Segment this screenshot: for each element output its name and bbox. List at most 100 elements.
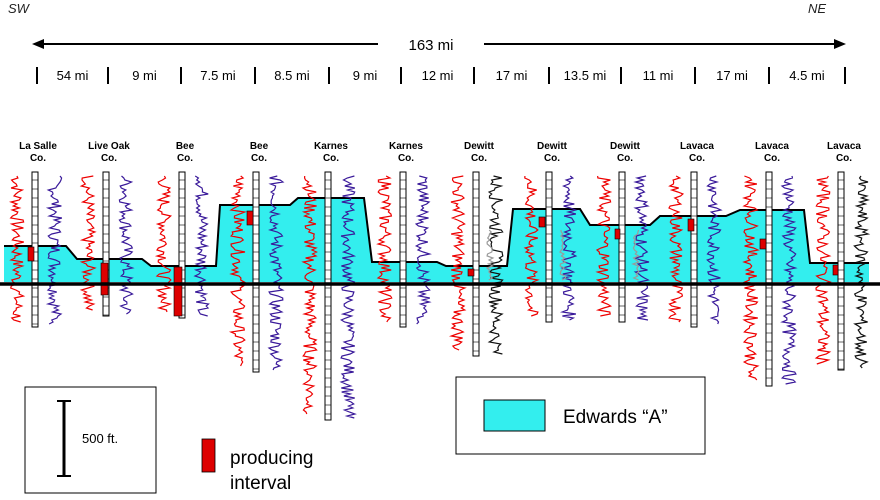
well-suffix-label: Co. xyxy=(836,153,852,164)
log-curve-resistivity xyxy=(118,175,135,315)
producing-interval-marker xyxy=(27,246,35,262)
well-column xyxy=(472,171,480,357)
log-curve-gamma xyxy=(814,175,832,365)
log-curve-resistivity xyxy=(339,175,357,419)
log-curve-gamma xyxy=(79,175,97,311)
producing-interval-swatch xyxy=(201,438,216,473)
well-suffix-label: Co. xyxy=(101,153,117,164)
well-column xyxy=(690,171,698,328)
log-curve-resistivity xyxy=(267,175,285,371)
log-curve-gamma xyxy=(523,175,540,317)
well-columns xyxy=(27,171,845,421)
formation-legend-box: Edwards “A” xyxy=(455,376,706,455)
direction-ne-label: NE xyxy=(808,1,826,16)
edwards-a-formation xyxy=(4,197,869,282)
log-curve-gamma xyxy=(376,175,393,323)
well-name-label: Bee xyxy=(250,141,269,152)
log-curve-resistivity xyxy=(45,175,63,325)
well-name-label: Lavaca xyxy=(680,141,714,152)
log-curve-resistivity xyxy=(706,175,723,325)
segment-distance-label: 11 mi xyxy=(643,68,674,83)
well-suffix-label: Co. xyxy=(617,153,633,164)
total-distance-label: 163 mi xyxy=(408,37,453,54)
well-column xyxy=(545,171,553,323)
total-distance-arrow xyxy=(32,39,846,49)
well-column xyxy=(837,171,845,371)
segment-distance-label: 8.5 mi xyxy=(274,68,310,83)
log-curve-resistivity xyxy=(559,175,578,321)
log-curve-gamma xyxy=(448,175,467,351)
producing-interval-marker xyxy=(832,264,839,276)
well-name-label: Lavaca xyxy=(827,141,861,152)
segment-distance-row: 54 mi 9 mi 7.5 mi 8.5 mi 9 mi 12 mi 17 mi 13.5 … xyxy=(36,67,846,84)
formation-band xyxy=(4,198,869,282)
well-column xyxy=(324,171,332,421)
log-curve-gamma xyxy=(742,175,760,381)
producing-interval-marker xyxy=(538,216,546,228)
segment-distance-label: 17 mi xyxy=(716,68,748,83)
well-suffix-label: Co. xyxy=(177,153,193,164)
log-curve-gamma xyxy=(228,175,247,367)
log-curve-gamma xyxy=(595,175,613,317)
well-suffix-label: Co. xyxy=(251,153,267,164)
well-logs xyxy=(8,175,871,419)
well-name-label: Dewitt xyxy=(610,141,641,152)
segment-distance-label: 13.5 mi xyxy=(564,68,607,83)
well-column xyxy=(618,171,626,323)
formation-legend-label: Edwards “A” xyxy=(563,407,668,428)
well-suffix-label: Co. xyxy=(764,153,780,164)
formation-top-line xyxy=(4,197,869,267)
segment-distance-label: 9 mi xyxy=(132,68,157,83)
scale-bar-label: 500 ft. xyxy=(82,431,118,446)
well-name-label: Karnes xyxy=(389,141,423,152)
segment-distance-label: 7.5 mi xyxy=(200,68,236,83)
segment-distance-label: 54 mi xyxy=(57,68,89,83)
well-name-label: La Salle xyxy=(19,141,57,152)
segment-distance-label: 4.5 mi xyxy=(789,68,825,83)
log-curve-resistivity xyxy=(633,175,651,321)
well-suffix-label: Co. xyxy=(323,153,339,164)
log-curve-resistivity xyxy=(853,175,871,369)
log-curve-secondary xyxy=(559,229,567,281)
producing-interval-marker xyxy=(100,262,109,296)
well-suffix-label: Co. xyxy=(471,153,487,164)
scale-bar-box: 500 ft. xyxy=(24,386,157,494)
producing-interval-marker xyxy=(614,228,621,240)
producing-interval-marker xyxy=(467,268,475,277)
well-name-label: Bee xyxy=(176,141,195,152)
log-curve-gamma xyxy=(8,175,26,323)
log-curve-secondary xyxy=(485,229,495,281)
direction-sw-label: SW xyxy=(8,1,31,16)
well-suffix-label: Co. xyxy=(544,153,560,164)
producing-interval-marker xyxy=(246,210,254,226)
log-curve-resistivity xyxy=(487,175,504,355)
legend-interval-label: interval xyxy=(230,473,291,494)
well-name-label: Karnes xyxy=(314,141,348,152)
well-suffix-label: Co. xyxy=(398,153,414,164)
well-suffix-label: Co. xyxy=(30,153,46,164)
well-name-label: Dewitt xyxy=(537,141,568,152)
well-name-label: Lavaca xyxy=(755,141,789,152)
log-curve-resistivity xyxy=(780,175,798,385)
well-column xyxy=(178,171,186,319)
segment-distance-label: 17 mi xyxy=(496,68,528,83)
well-column xyxy=(252,171,260,373)
legend-producing-label: producing xyxy=(230,448,313,469)
segment-distance-label: 9 mi xyxy=(353,68,378,83)
well-column xyxy=(399,171,407,328)
log-curve-gamma xyxy=(154,175,173,313)
log-curve-secondary xyxy=(631,229,640,281)
well-suffix-label: Co. xyxy=(689,153,705,164)
producing-interval-marker xyxy=(687,218,695,232)
log-curve-gamma xyxy=(667,175,685,323)
formation-swatch xyxy=(483,399,546,432)
producing-interval-marker xyxy=(173,266,183,317)
well-name-label: Live Oak xyxy=(88,141,130,152)
segment-distance-label: 12 mi xyxy=(422,68,454,83)
well-column xyxy=(102,171,110,317)
well-name-label: Dewitt xyxy=(464,141,495,152)
log-curve-gamma xyxy=(301,175,318,415)
